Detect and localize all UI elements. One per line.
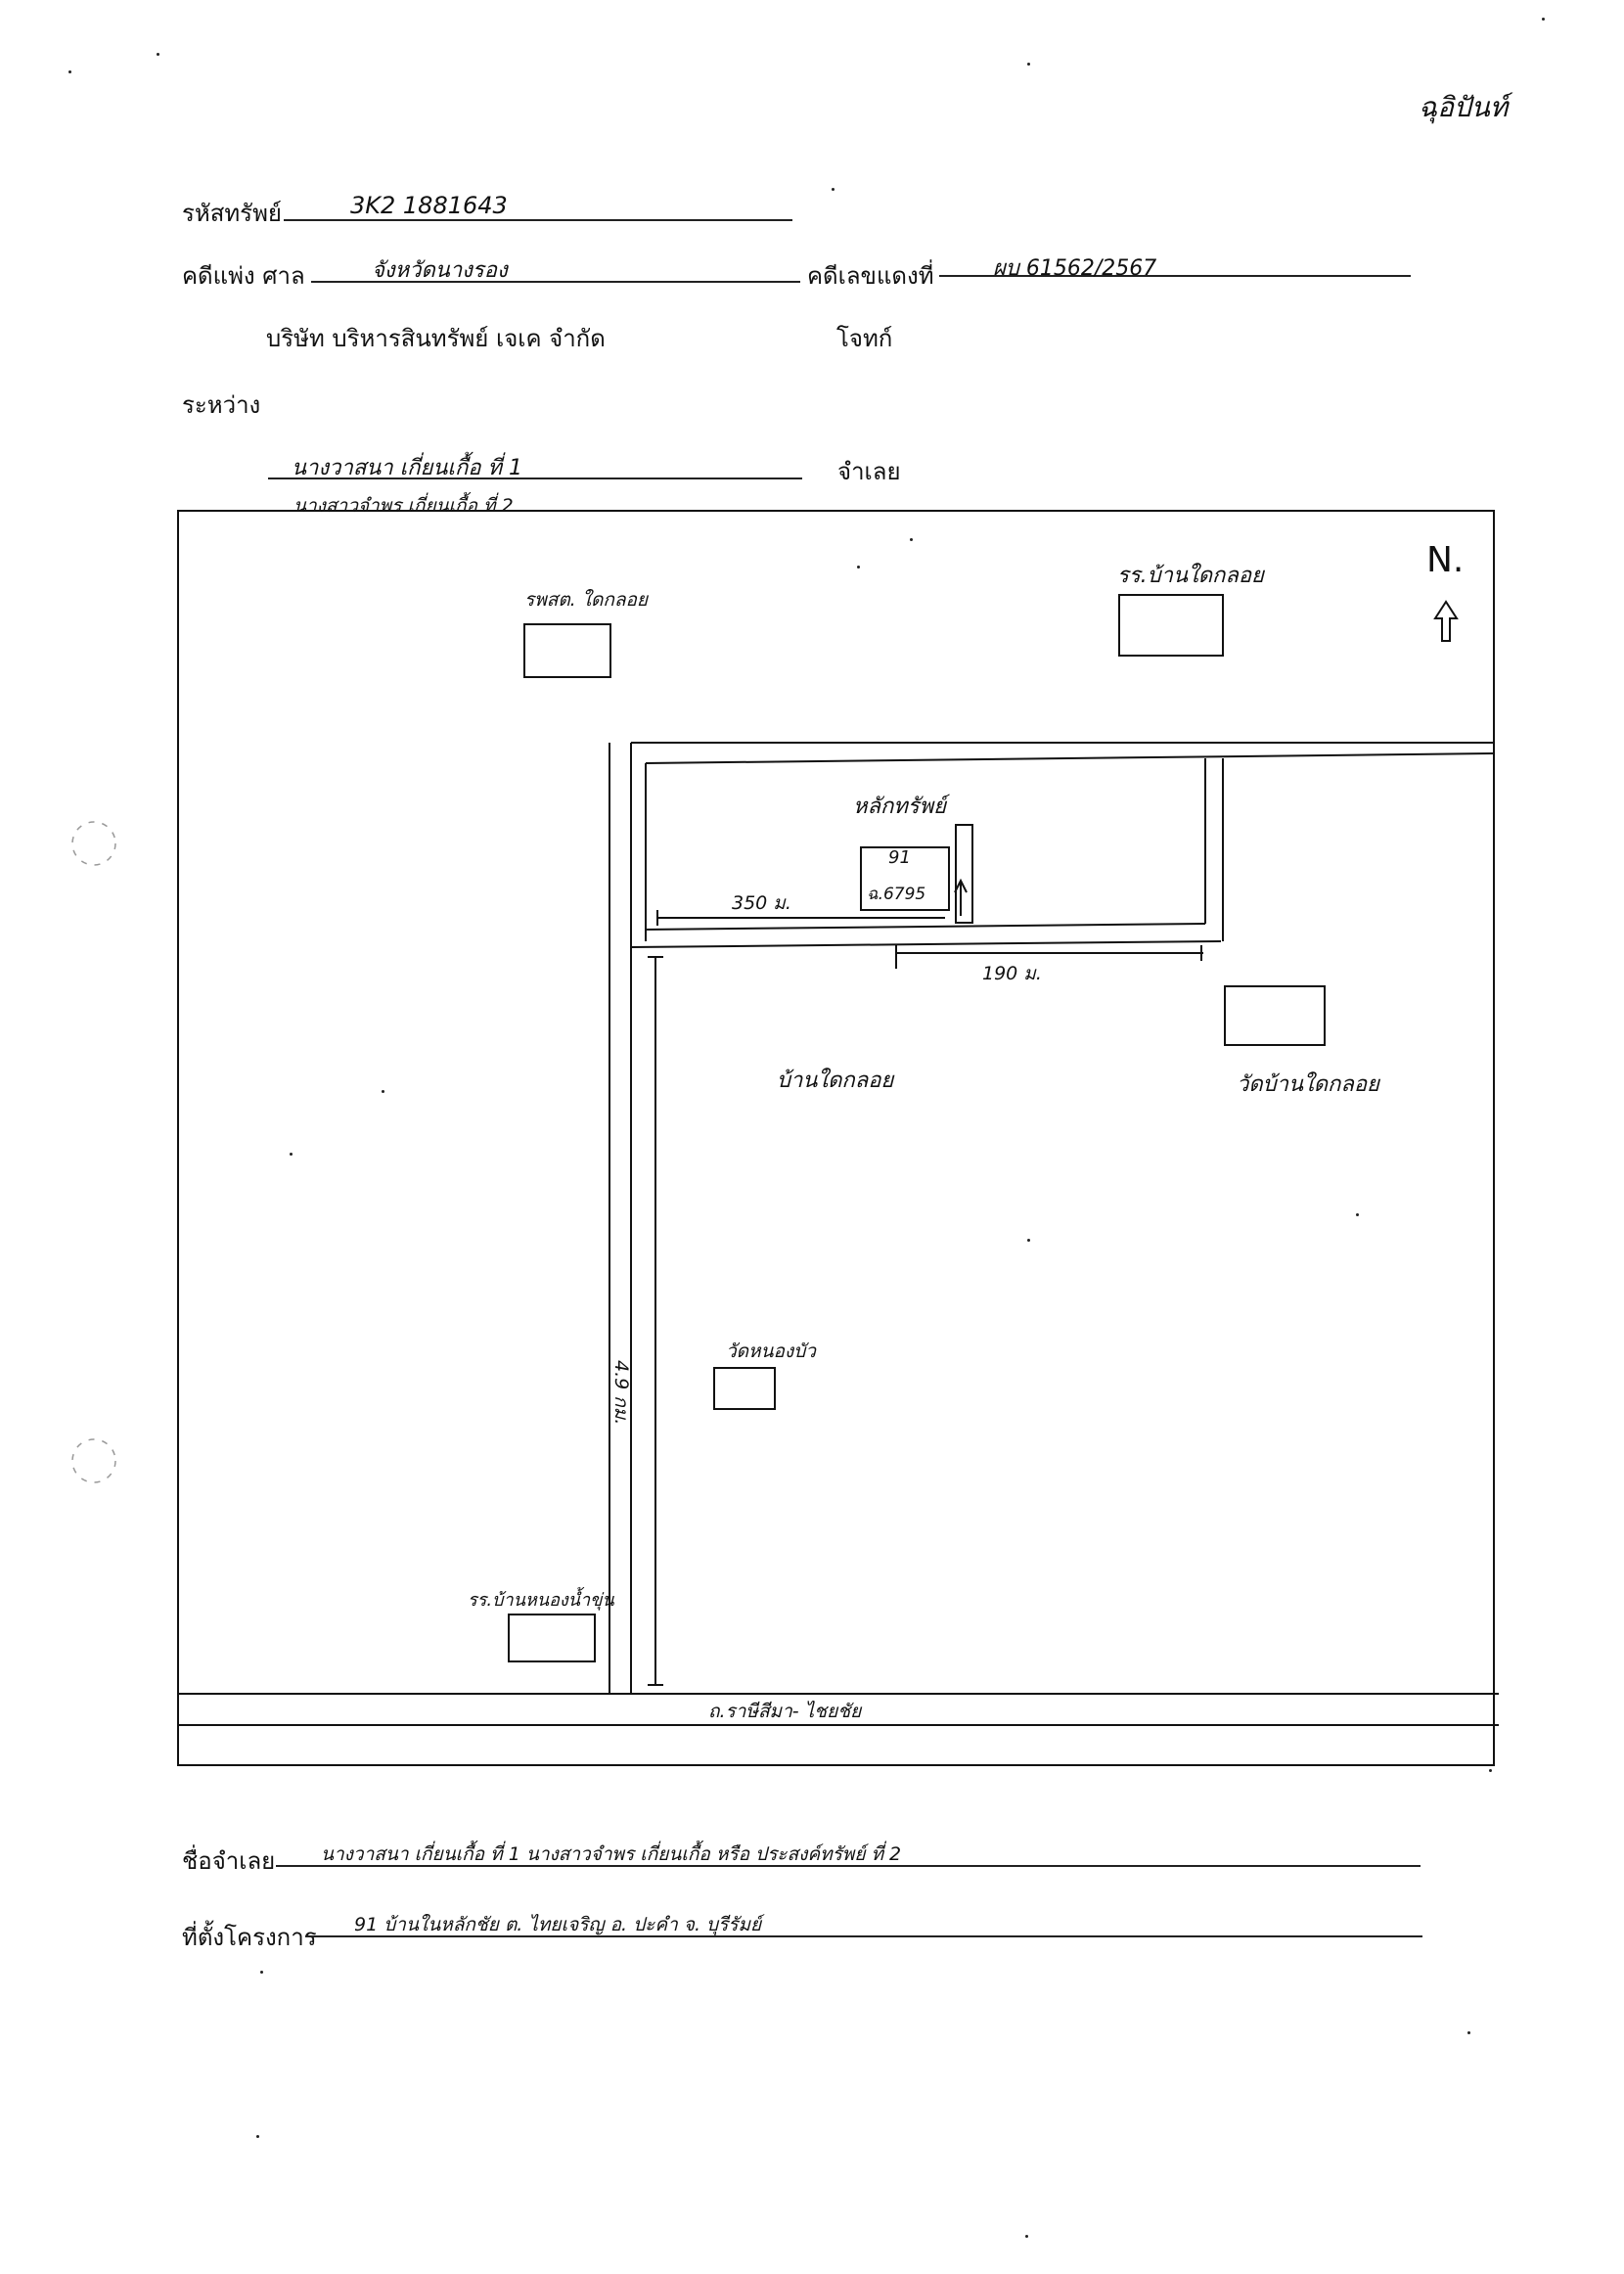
corner-note: ฉุอิปันท์ bbox=[1419, 91, 1509, 123]
map-frame bbox=[177, 510, 1495, 1766]
asset-code-line bbox=[284, 219, 792, 221]
distance-350: 350 ม. bbox=[732, 892, 791, 914]
asset-code-value: 3K2 1881643 bbox=[350, 192, 508, 219]
defendant-name-value: นางวาสนา เกี่ยนเกื้อ ที่ 1 นางสาวจำพร เก… bbox=[321, 1843, 902, 1865]
village-label: บ้านใดกลอย bbox=[777, 1069, 894, 1093]
plaintiff-label: โจทก์ bbox=[836, 325, 893, 352]
court-value: จังหวัดนางรอง bbox=[372, 258, 508, 283]
speck bbox=[1356, 1213, 1359, 1216]
between-label: ระหว่าง bbox=[182, 391, 261, 419]
main-road-label: ถ.ราษีสีมา- ไชยชัย bbox=[708, 1701, 862, 1722]
distance-4-9: 4.9 กม. bbox=[610, 1360, 632, 1426]
speck bbox=[256, 2135, 259, 2138]
speck bbox=[260, 1971, 263, 1974]
defendant-label: จำเลย bbox=[837, 458, 901, 485]
tambon-office-box bbox=[523, 623, 611, 678]
project-location-value: 91 บ้านในหลักชัย ต. ไทยเจริญ อ. ปะคำ จ. … bbox=[354, 1914, 762, 1935]
speck bbox=[910, 538, 913, 541]
speck bbox=[832, 188, 835, 191]
asset-box-line1: 91 bbox=[888, 847, 911, 868]
red-case-value: ผบ 61562/2567 bbox=[993, 256, 1157, 281]
defendant-1-value: นางวาสนา เกี่ยนเกื้อ ที่ 1 bbox=[292, 456, 522, 480]
school-top-label: รร.บ้านใดกลอย bbox=[1117, 564, 1264, 588]
speck bbox=[1025, 2235, 1028, 2238]
school-bottom-box bbox=[508, 1614, 596, 1662]
speck bbox=[857, 566, 860, 568]
defendant-1-line bbox=[268, 478, 802, 479]
asset-label: หลักทรัพย์ bbox=[853, 795, 947, 819]
temple-nongbua-label: วัดหนองบัว bbox=[726, 1341, 816, 1362]
speck bbox=[382, 1090, 384, 1093]
speck bbox=[1027, 1239, 1030, 1242]
defendant-name-line bbox=[276, 1865, 1421, 1867]
speck bbox=[1542, 18, 1545, 21]
speck bbox=[1489, 1769, 1492, 1772]
speck bbox=[1467, 2031, 1470, 2034]
temple-top-label: วัดบ้านใดกลอย bbox=[1237, 1072, 1379, 1097]
speck bbox=[1027, 63, 1030, 66]
defendant-name-label: ชื่อจำเลย bbox=[182, 1847, 276, 1875]
speck bbox=[157, 53, 159, 56]
asset-box bbox=[860, 846, 950, 911]
distance-190: 190 ม. bbox=[982, 963, 1042, 984]
asset-code-label: รหัสทรัพย์ bbox=[182, 200, 282, 227]
temple-top-box bbox=[1224, 985, 1326, 1046]
tambon-office-label: รพสต. ใดกลอย bbox=[524, 589, 649, 611]
temple-nongbua-box bbox=[713, 1367, 776, 1410]
court-line bbox=[311, 281, 800, 283]
asset-box-line2: ฉ.6795 bbox=[867, 885, 926, 904]
red-case-label: คดีเลขแดงที่ bbox=[807, 262, 934, 290]
school-bottom-label: รร.บ้านหนองน้ำขุ่น bbox=[468, 1590, 614, 1611]
project-location-line bbox=[305, 1935, 1422, 1937]
north-label: N. bbox=[1426, 540, 1465, 580]
plaintiff-name: บริษัท บริหารสินทรัพย์ เจเค จำกัด bbox=[266, 325, 606, 352]
school-top-box bbox=[1118, 594, 1224, 657]
speck bbox=[290, 1153, 293, 1156]
court-case-label: คดีแพ่ง ศาล bbox=[182, 262, 305, 290]
speck bbox=[68, 70, 71, 73]
red-case-line bbox=[939, 275, 1411, 277]
project-location-label: ที่ตั้งโครงการ bbox=[182, 1924, 317, 1951]
